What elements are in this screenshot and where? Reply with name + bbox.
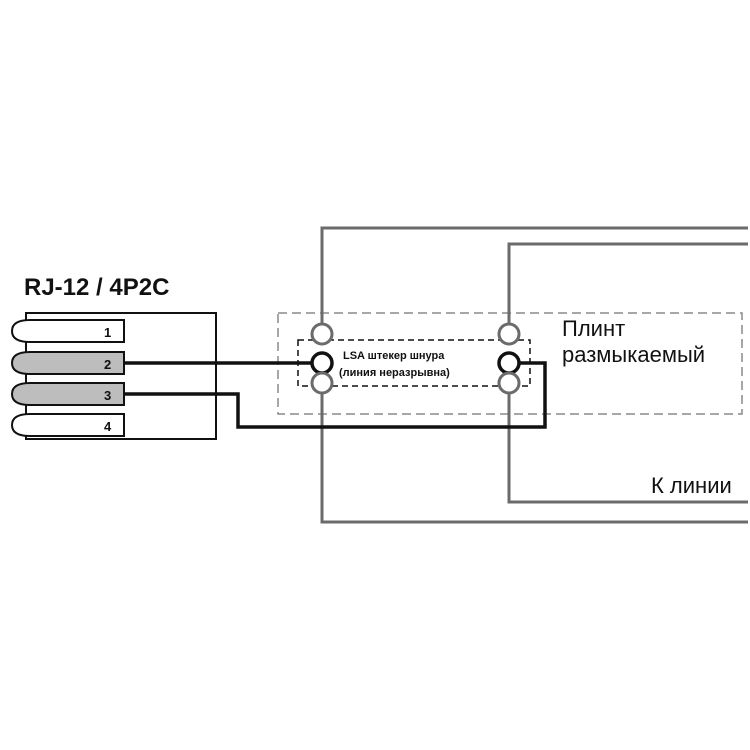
plinth-label-line1: Плинт	[562, 316, 625, 341]
terminals	[310, 322, 521, 395]
terminal-right-bottom	[497, 371, 521, 395]
pin-label: 4	[104, 419, 112, 434]
connector-pin-2: 2	[10, 351, 125, 375]
rj12-connector: 1 2 3 4	[10, 312, 217, 440]
pin-label: 3	[104, 388, 111, 403]
connector-title: RJ-12 / 4P2C	[24, 274, 169, 301]
terminal-right-top	[497, 322, 521, 346]
pin-3-wire	[124, 361, 547, 429]
left-lower-wire	[320, 391, 748, 524]
connector-pin-4: 4	[10, 413, 125, 437]
terminal-left-mid	[310, 351, 334, 375]
pin-contact	[10, 382, 125, 406]
plug-label-line1: LSA штекер шнура	[343, 350, 445, 362]
pin-label: 2	[104, 357, 111, 372]
plug-label-line2: (линия неразрывна)	[339, 367, 450, 379]
line-label: К линии	[651, 473, 732, 498]
terminal-left-bottom	[310, 371, 334, 395]
pin-contact	[10, 319, 125, 343]
pin-contact	[10, 413, 125, 437]
cord-wires	[124, 361, 547, 429]
pin-label: 1	[104, 325, 111, 340]
terminal-right-mid	[497, 351, 521, 375]
connector-pin-3: 3	[10, 382, 125, 406]
pin-contact	[10, 351, 125, 375]
terminal-left-top	[310, 322, 334, 346]
connector-pin-1: 1	[10, 319, 125, 343]
right-upper-wire	[507, 242, 748, 323]
left-upper-wire	[320, 226, 748, 323]
plinth-label-line2: размыкаемый	[562, 342, 705, 367]
